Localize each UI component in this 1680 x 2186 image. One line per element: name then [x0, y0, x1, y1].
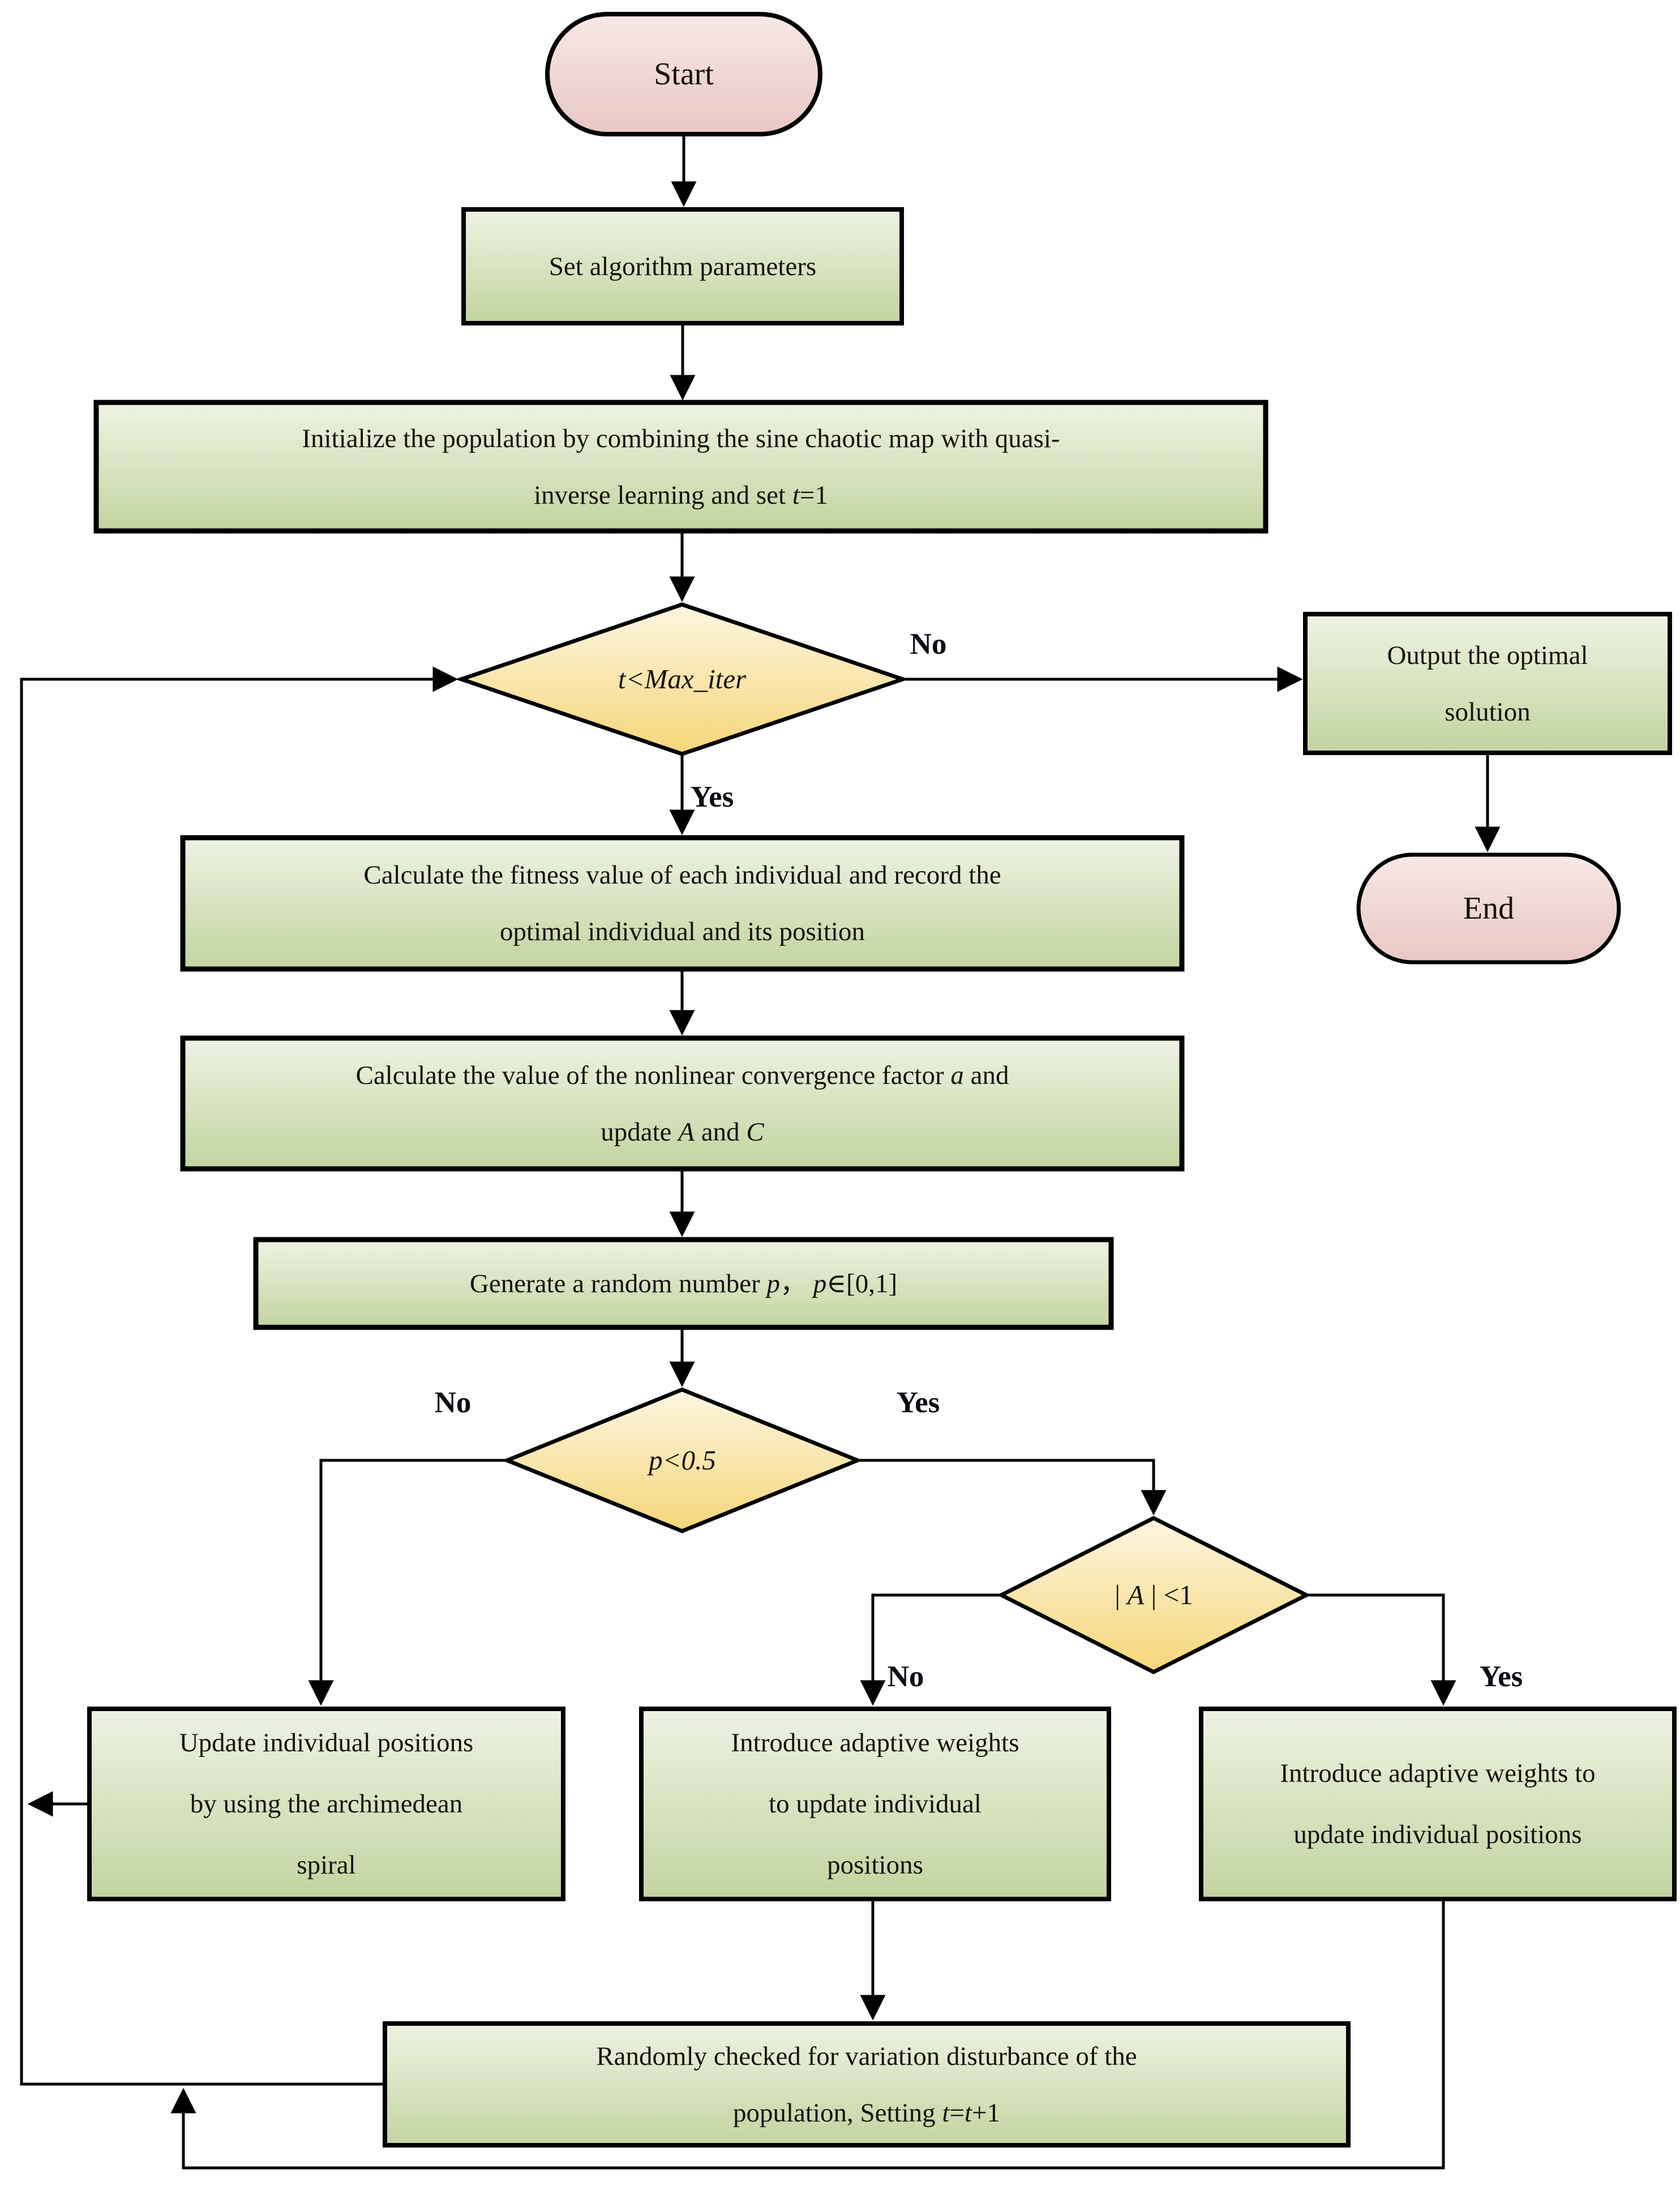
end-terminal-label: End — [1463, 891, 1515, 926]
edge-p-no-to-spiral — [308, 1459, 507, 1706]
label-abs-a-no: No — [887, 1660, 924, 1693]
edge-abs-a-yes-to-right — [1306, 1593, 1456, 1706]
max-iter-decision-label: t<Max_iter — [618, 663, 747, 695]
node-shapes — [87, 12, 1677, 2148]
label-maxiter-no: No — [910, 628, 947, 661]
edge-right-to-loop — [170, 1899, 1445, 2170]
label-maxiter-yes: Yes — [690, 781, 734, 813]
connectors — [20, 136, 1501, 2170]
random-number-shape — [253, 1237, 1114, 1330]
end-terminal-shape — [1356, 852, 1621, 965]
edge-p-yes-to-abs-a — [858, 1459, 1167, 1516]
start-terminal-label: Start — [654, 57, 714, 92]
mutation-disturbance-label: Randomly checked for variation disturban… — [596, 2041, 1137, 2128]
set-parameters-label: Set algorithm parameters — [548, 251, 817, 281]
adaptive-weights-mid-shape — [639, 1707, 1111, 1901]
fitness-value-shape — [180, 835, 1185, 972]
edge-loop-to-maxiter — [20, 666, 458, 2086]
output-solution-shape — [1303, 612, 1672, 755]
set-parameters-shape — [461, 207, 904, 325]
fitness-value-label: Calculate the fitness value of each indi… — [363, 860, 1001, 946]
label-p-yes: Yes — [896, 1386, 940, 1419]
label-p-no: No — [434, 1386, 472, 1419]
abs-a-decision-label: | A | <1 — [1115, 1579, 1193, 1610]
random-number-label: Generate a random number p， p∈[0,1] — [469, 1268, 898, 1298]
p-decision-label: p<0.5 — [649, 1445, 716, 1476]
start-terminal-shape — [545, 12, 822, 136]
label-abs-a-yes: Yes — [1479, 1660, 1523, 1693]
convergence-factor-label: Calculate the value of the nonlinear con… — [355, 1060, 1009, 1147]
archimedean-spiral-shape — [87, 1707, 565, 1901]
adaptive-weights-right-shape — [1199, 1707, 1677, 1901]
initialize-population-label: Initialize the population by combining t… — [302, 423, 1060, 510]
initialize-population-shape — [93, 400, 1268, 534]
edge-abs-a-no-to-mid — [860, 1593, 1001, 1706]
mutation-disturbance-shape — [383, 2021, 1351, 2148]
